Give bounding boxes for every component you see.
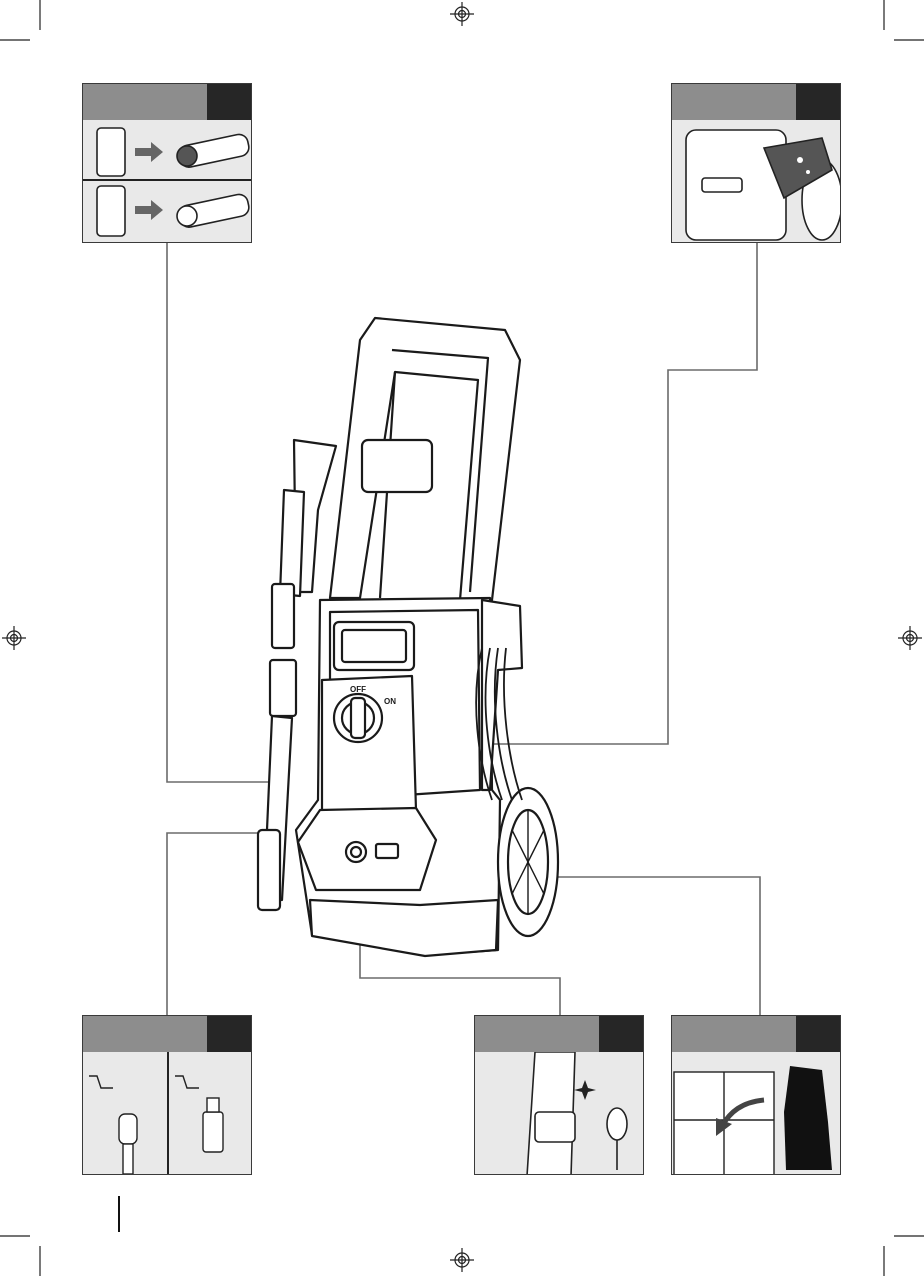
knob-off-label: OFF xyxy=(350,685,366,694)
sparkle-icon xyxy=(574,1080,596,1100)
inlet-connector-icon xyxy=(702,178,742,192)
panel-nozzles-illustration xyxy=(83,120,252,243)
panel-lance-connection xyxy=(82,1015,252,1175)
panel-header xyxy=(83,84,251,120)
panel-header xyxy=(672,1016,840,1052)
lance-nozzle xyxy=(258,830,280,910)
panel-storage-illustration xyxy=(672,1052,841,1175)
panel-header-tab xyxy=(796,84,840,120)
panel-cleaning xyxy=(474,1015,644,1175)
panel-inlet-illustration xyxy=(672,120,841,243)
knob-on-label: ON xyxy=(384,697,396,706)
connector-icon xyxy=(119,1114,137,1144)
arrow-right-icon xyxy=(135,142,163,162)
panel-storage xyxy=(671,1015,841,1175)
panel-inlet-connection xyxy=(671,83,841,243)
panel-lance-illustration xyxy=(83,1052,252,1175)
cart-icon xyxy=(89,1076,113,1088)
nozzle-storage-icon xyxy=(97,128,125,176)
panel-header-tab xyxy=(796,1016,840,1052)
panel-header xyxy=(83,1016,251,1052)
brush-icon xyxy=(607,1108,627,1140)
panel-header-tab xyxy=(207,1016,251,1052)
handle-bracket xyxy=(362,440,432,492)
panel-header xyxy=(672,84,840,120)
pressure-washer-silhouette-icon xyxy=(784,1066,832,1170)
page-number-bar xyxy=(118,1196,120,1232)
panel-header-tab xyxy=(599,1016,643,1052)
panel-header xyxy=(475,1016,643,1052)
panel-header-tab xyxy=(207,84,251,120)
panel-nozzles xyxy=(82,83,252,243)
panel-cleaning-illustration xyxy=(475,1052,644,1175)
